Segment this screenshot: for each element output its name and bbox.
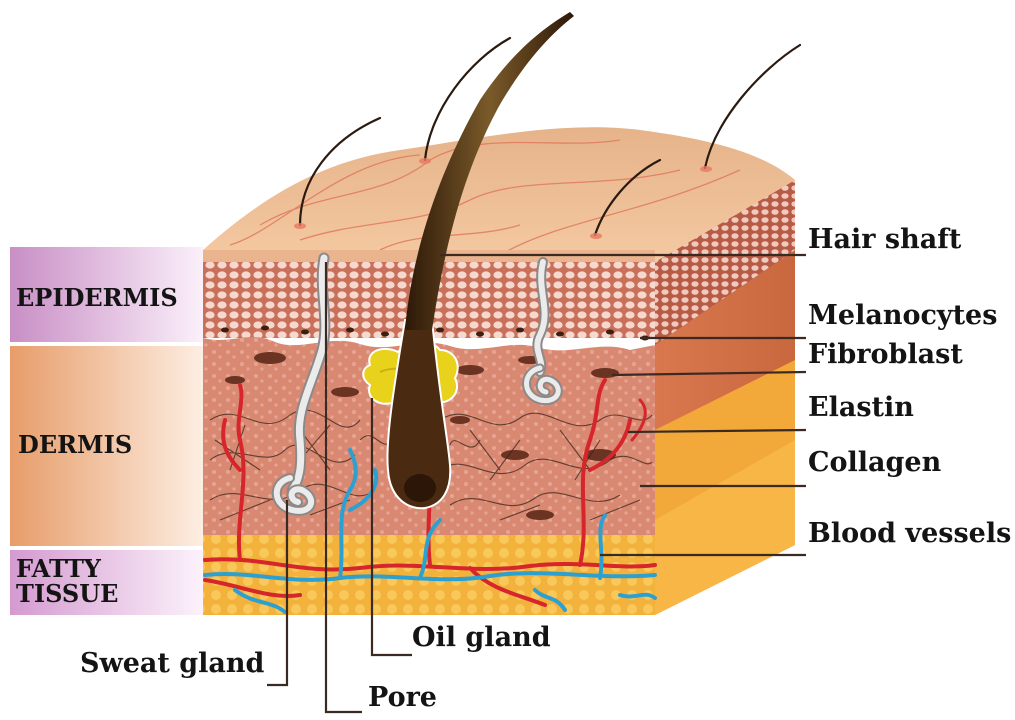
label-sweat-gland: Sweat gland: [80, 650, 264, 677]
label-hair-shaft: Hair shaft: [808, 226, 961, 253]
label-pore: Pore: [368, 684, 437, 711]
label-elastin: Elastin: [808, 394, 914, 421]
label-collagen: Collagen: [808, 449, 941, 476]
label-melanocytes: Melanocytes: [808, 302, 997, 329]
fatty-tissue-label-line1: FATTY: [16, 556, 118, 581]
epidermis-label: EPIDERMIS: [16, 285, 178, 310]
fatty-tissue-label-line2: TISSUE: [16, 581, 118, 606]
label-oil-gland: Oil gland: [412, 624, 551, 651]
dermis-label: DERMIS: [18, 432, 132, 457]
fatty-tissue-label: FATTY TISSUE: [16, 556, 118, 606]
label-blood-vessels: Blood vessels: [808, 520, 1011, 547]
label-fibroblast: Fibroblast: [808, 341, 963, 368]
